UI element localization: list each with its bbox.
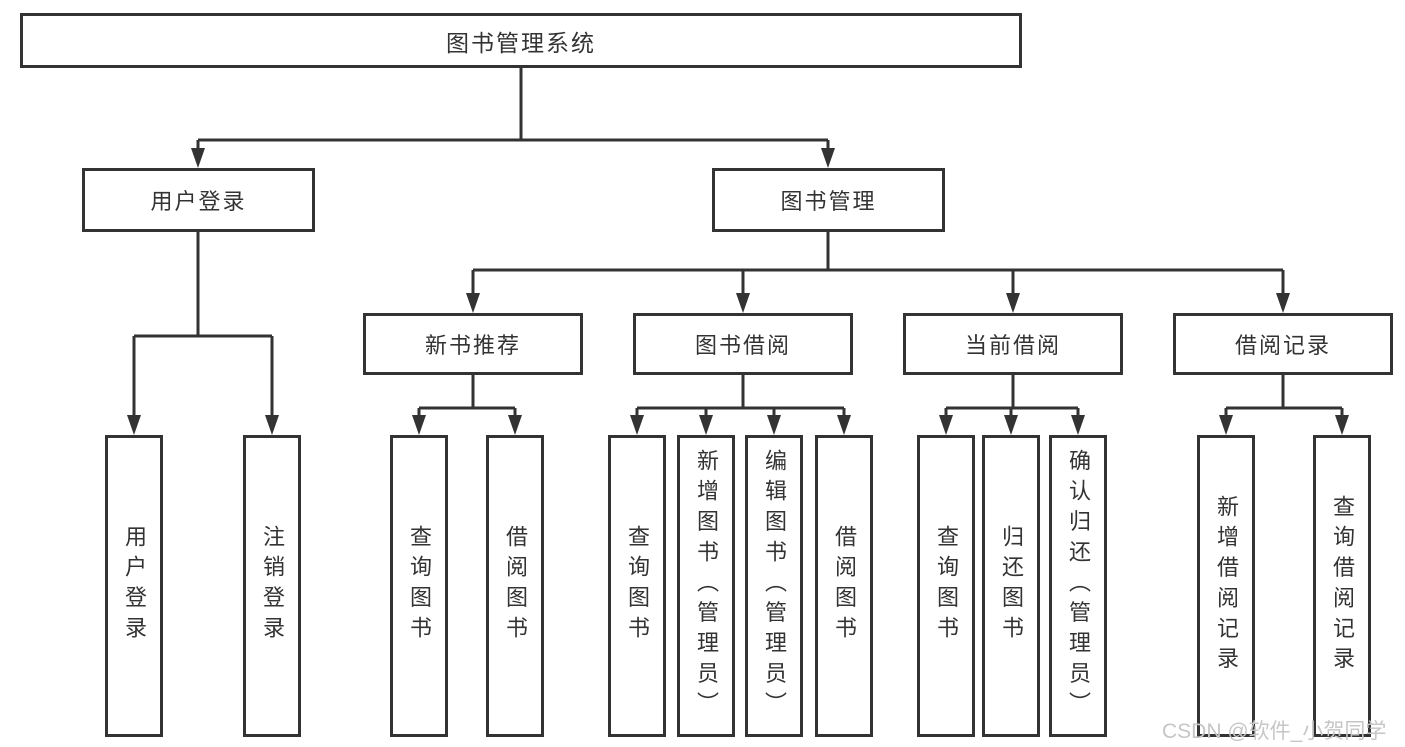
arrowhead — [466, 293, 480, 313]
node-book-borrowing: 图书借阅 — [633, 313, 853, 375]
arrowhead — [1276, 293, 1290, 313]
node-current-borrowing: 当前借阅 — [903, 313, 1123, 375]
connector-bookmgmt-to-level3 — [471, 232, 1285, 295]
arrowhead — [1335, 415, 1349, 435]
node-borrowing-records: 借阅记录 — [1173, 313, 1393, 375]
arrowhead — [630, 415, 644, 435]
leaf-borrow-books: 借阅图书 — [815, 435, 873, 737]
arrowhead — [767, 415, 781, 435]
node-label: 查询图书 — [407, 525, 432, 647]
node-label: 新书推荐 — [424, 333, 521, 358]
node-label: 图书管理系统 — [446, 29, 596, 56]
node-book-management: 图书管理 — [712, 168, 945, 232]
node-label: 注销登录 — [260, 525, 285, 647]
node-label: 借阅图书 — [832, 525, 857, 647]
node-label: 借阅图书 — [503, 525, 528, 647]
arrowhead — [508, 415, 522, 435]
node-label: 当前借阅 — [964, 333, 1061, 358]
arrowhead — [1219, 415, 1233, 435]
node-new-book-recommendation: 新书推荐 — [363, 313, 583, 375]
node-label: 归还图书 — [999, 525, 1024, 647]
leaf-query-books-current: 查询图书 — [917, 435, 975, 737]
node-user-login: 用户登录 — [82, 168, 315, 232]
arrowhead — [127, 415, 141, 435]
node-label: 编辑图书（管理员） — [762, 449, 787, 723]
leaf-borrow-books-recommend: 借阅图书 — [486, 435, 544, 737]
node-label: 查询图书 — [625, 525, 650, 647]
node-label: 借阅记录 — [1234, 333, 1331, 358]
arrowhead — [412, 415, 426, 435]
node-label: 新增图书（管理员） — [694, 449, 719, 723]
leaf-query-books-recommend: 查询图书 — [390, 435, 448, 737]
node-label: 查询借阅记录 — [1330, 494, 1355, 678]
arrowhead — [821, 148, 835, 168]
arrowhead — [736, 293, 750, 313]
node-label: 图书借阅 — [694, 333, 791, 358]
node-library-system: 图书管理系统 — [20, 13, 1022, 68]
leaf-query-borrow-record: 查询借阅记录 — [1313, 435, 1371, 737]
arrowhead — [265, 415, 279, 435]
arrowhead — [1006, 293, 1020, 313]
csdn-watermark: CSDN @软件_小贺同学 — [1162, 720, 1387, 743]
node-label: 查询图书 — [934, 525, 959, 647]
connector-borrowrec-to-leaves — [1224, 375, 1344, 417]
node-label: 用户登录 — [122, 525, 147, 647]
leaf-add-books-admin: 新增图书（管理员） — [677, 435, 735, 737]
leaf-return-books: 归还图书 — [982, 435, 1040, 737]
arrowhead — [191, 148, 205, 168]
node-label: 新增借阅记录 — [1214, 494, 1239, 678]
leaf-logout: 注销登录 — [243, 435, 301, 737]
arrowhead — [699, 415, 713, 435]
arrowhead — [1004, 415, 1018, 435]
leaf-query-books-borrow: 查询图书 — [608, 435, 666, 737]
connector-bookborrow-to-leaves — [635, 375, 846, 417]
connector-root-to-level2 — [196, 68, 830, 150]
connector-curborrow-to-leaves — [944, 375, 1080, 417]
leaf-user-login: 用户登录 — [105, 435, 163, 737]
connector-userlogin-to-leaves — [132, 232, 274, 417]
node-label: 图书管理 — [780, 189, 877, 214]
arrowhead — [1071, 415, 1085, 435]
node-label: 用户登录 — [150, 189, 247, 214]
arrowhead — [837, 415, 851, 435]
leaf-edit-books-admin: 编辑图书（管理员） — [745, 435, 803, 737]
leaf-add-borrow-record: 新增借阅记录 — [1197, 435, 1255, 737]
node-label: 确认归还（管理员） — [1066, 449, 1091, 723]
arrowhead — [939, 415, 953, 435]
leaf-confirm-return-admin: 确认归还（管理员） — [1049, 435, 1107, 737]
connector-newbook-to-leaves — [417, 375, 517, 417]
